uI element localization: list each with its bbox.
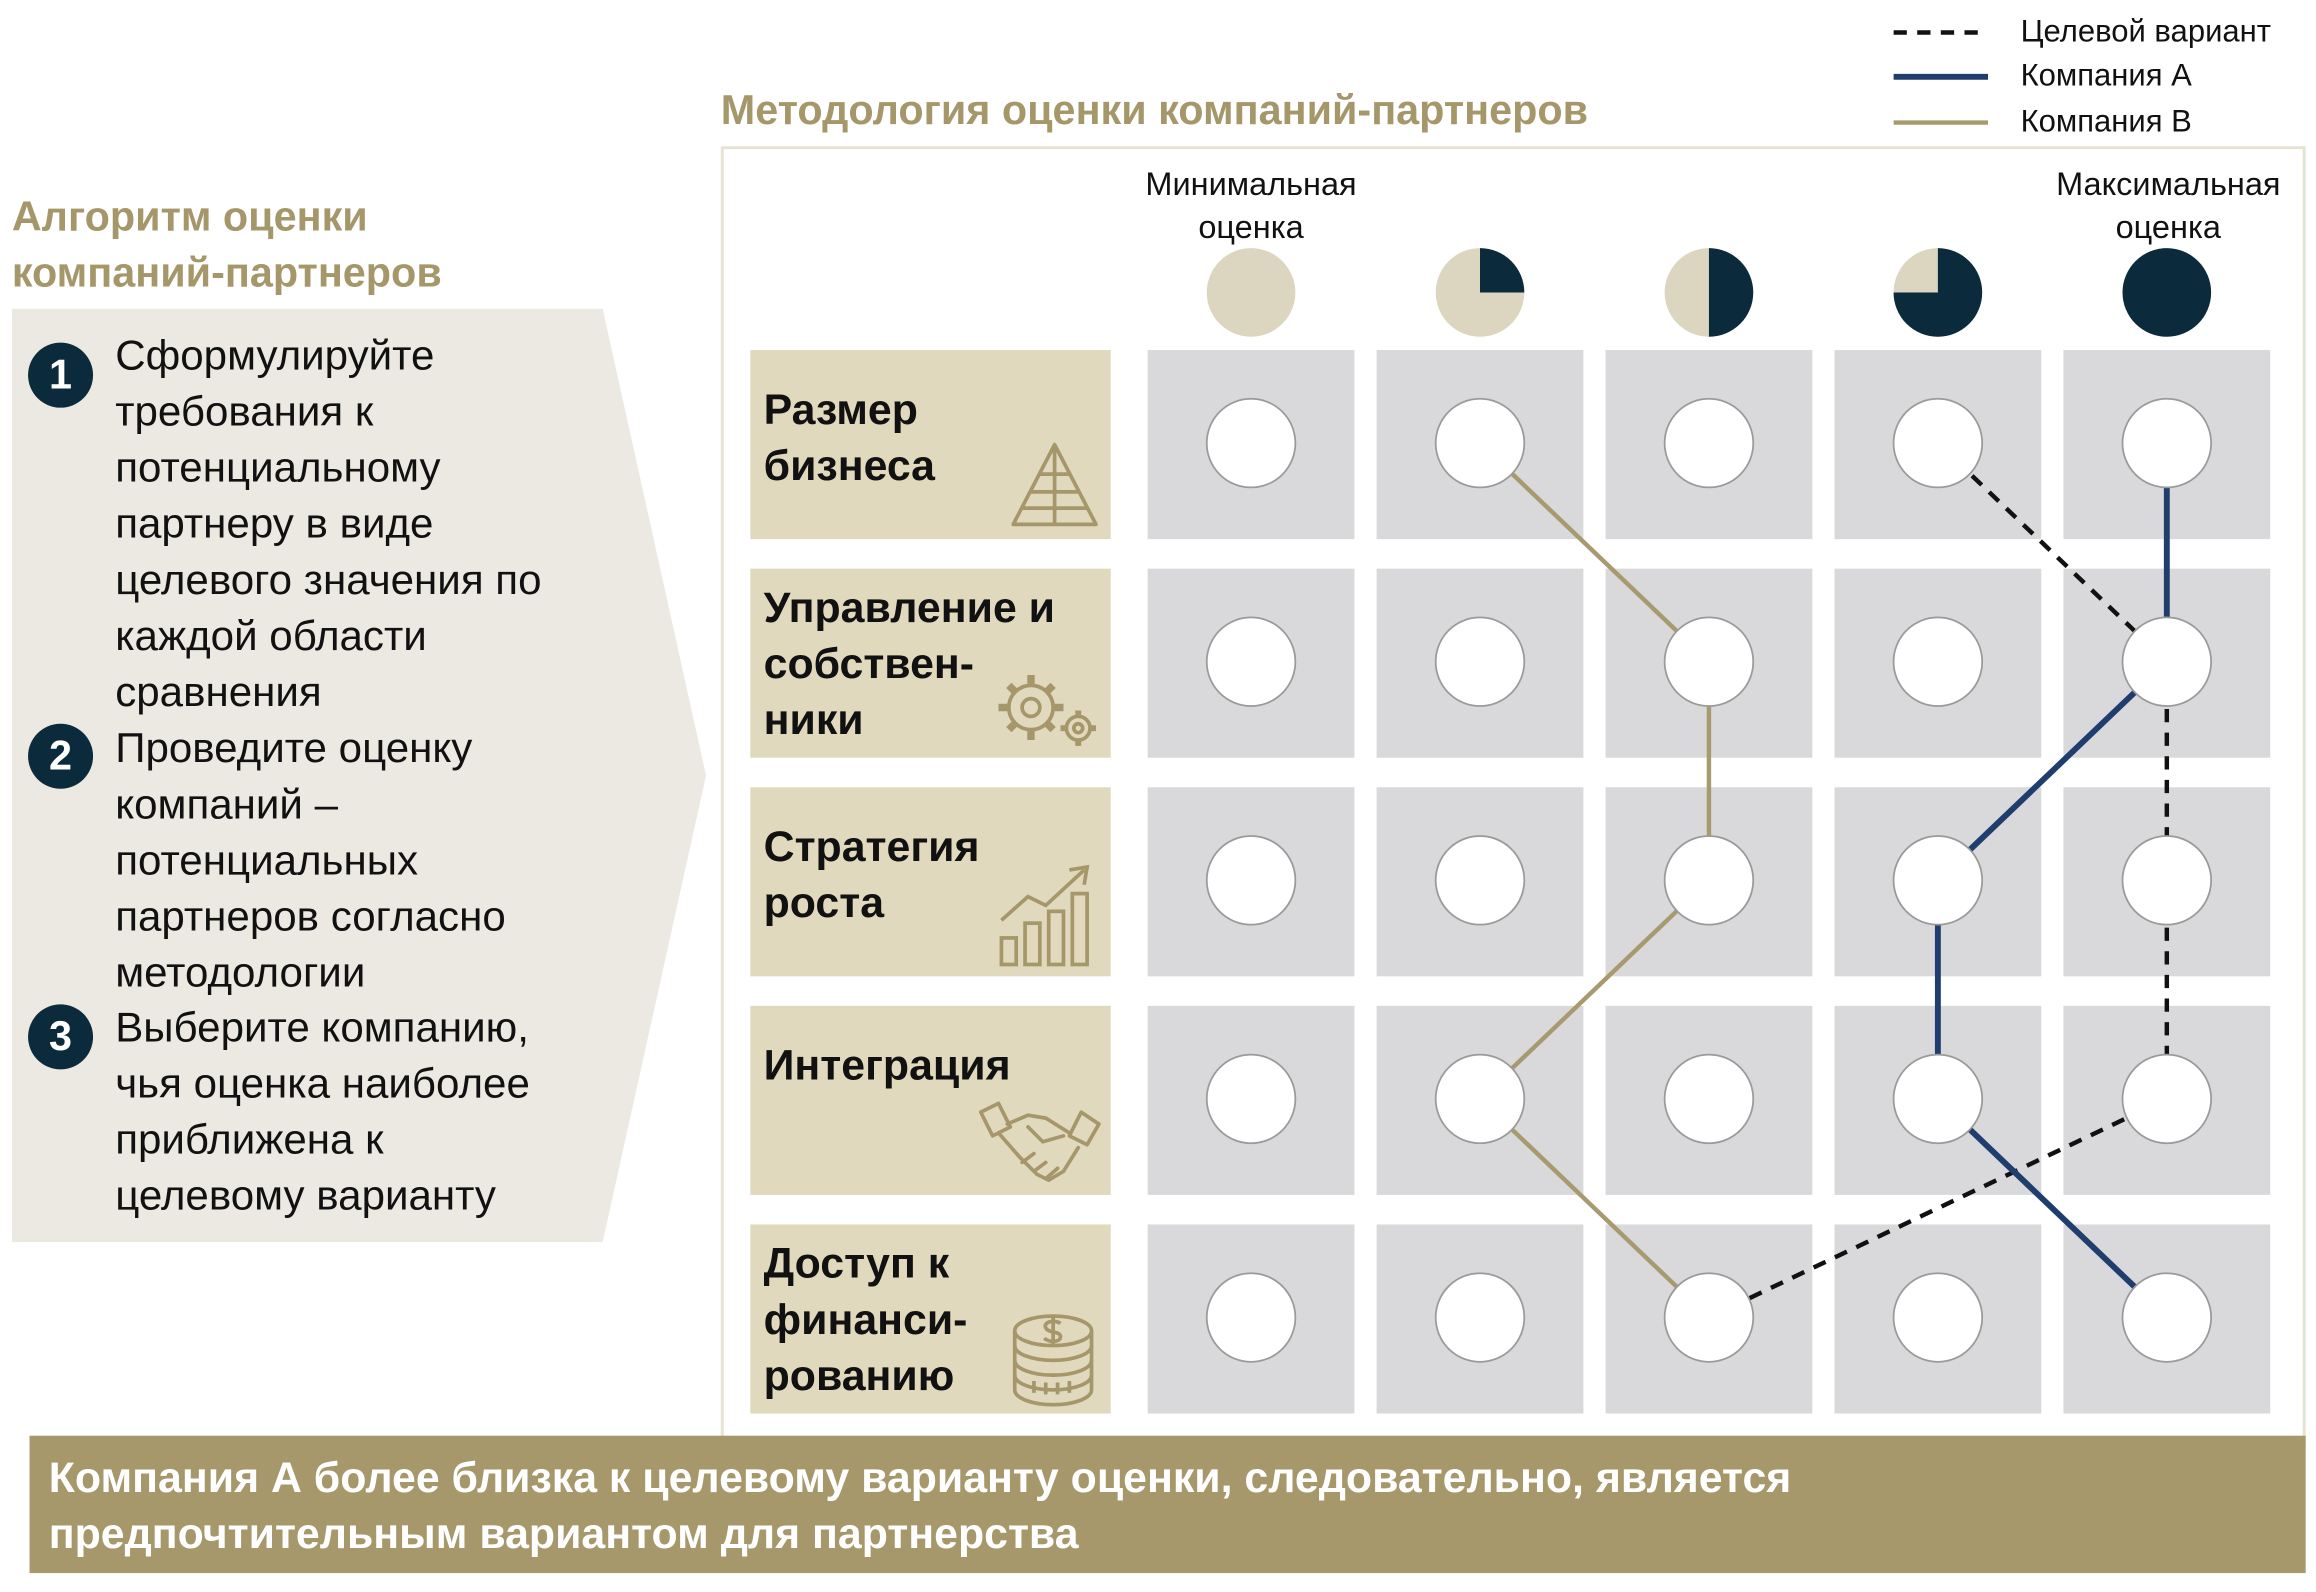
left-title-line-2: компаний-партнеров [11,249,442,296]
step-1-line: партнеру в виде [115,500,434,548]
legend-target-label: Целевой вариант [2020,14,2271,49]
step-1-text: Сформулируйте требования к потенциальном… [115,328,617,721]
score-node [1205,616,1297,707]
step-3-badge: 3 [28,1004,94,1070]
row-label-line: Доступ к [763,1240,950,1288]
row-label-text: Размер бизнеса [764,383,935,495]
left-title-line-1: Алгоритм оценки [11,193,368,240]
score-node [2121,1272,2213,1363]
score-node [1663,616,1755,707]
row-label-text: Интеграция [764,1038,1011,1094]
score-node [2121,1053,2213,1145]
score-node [1892,616,1984,707]
row-label-line: финанси- [763,1296,968,1345]
row-label-line: Управление и [763,584,1055,633]
score-node [1892,835,1984,926]
row-label-line: ники [763,697,864,745]
row-label-financing-access: Доступ к финанси- рованию [750,1224,1111,1414]
step-1-badge: 1 [28,342,94,408]
row-label-line: бизнеса [763,443,936,491]
step-1-line: каждой области [115,612,427,661]
step-2-line: потенциальных [115,837,419,885]
conclusion-banner: Компания А более близка к целевому вариа… [29,1435,2306,1574]
score-node [1892,397,1984,489]
step-2-line: методологии [115,949,366,998]
step-2-line: партнеров согласно [115,893,506,941]
step-1-line: требования к [115,388,374,436]
score-node [1892,1053,1984,1145]
step-2-line: компаний – [115,781,339,829]
step-2-text: Проведите оценку компаний – потенциальны… [115,721,617,1002]
step-3-line: Выберите компанию, [115,1004,529,1052]
score-node [1663,1272,1755,1363]
step-1-line: Сформулируйте [115,332,435,380]
step-1-line: целевого значения по [115,556,542,605]
score-node [1434,835,1526,926]
step-3-line: чья оценка наиболее [115,1060,530,1108]
row-label-line: роста [763,880,885,928]
row-label-text: Доступ к финанси- рованию [764,1236,968,1404]
score-node [2121,616,2213,707]
row-label-growth-strategy: Стратегия роста [750,787,1111,977]
step-2-badge: 2 [28,723,94,789]
score-node [2121,397,2213,489]
conclusion-line: Компания А более близка к целевому вариа… [48,1454,1792,1503]
max-score-label-line: оценка [2115,208,2221,246]
row-label-line: Стратегия [763,824,980,872]
score-node [1434,616,1526,707]
coins-icon [1012,1314,1094,1407]
score-node [1205,1053,1297,1145]
step-3-line: целевому варианту [115,1172,496,1221]
row-label-line: Размер [763,386,918,435]
algorithm-panel-background [11,308,707,1243]
left-panel-title: Алгоритм оценки компаний-партнеров [12,189,442,301]
gears-icon [998,675,1096,746]
score-node [1434,1053,1526,1145]
pyramid-icon [1011,442,1098,527]
step-3-line: приближена к [115,1116,384,1164]
growth-chart-icon [999,864,1090,967]
row-label-line: рованию [763,1352,955,1401]
legend-target-line [1893,30,1989,35]
step-3-text: Выберите компанию, чья оценка наиболее п… [115,1000,617,1225]
score-node [1663,1053,1755,1145]
score-node [1205,835,1297,926]
row-label-line: собствен- [763,641,975,689]
legend-company-a-line [1893,73,1989,80]
min-score-label-line: оценка [1198,208,1304,246]
row-label-line: Интеграция [763,1042,1011,1091]
score-node [1663,835,1755,926]
score-node [2121,835,2213,926]
score-node [1205,1272,1297,1363]
max-score-label-line: Максимальная [2056,165,2281,203]
step-2-line: Проведите оценку [115,725,473,773]
row-label-text: Стратегия роста [764,820,980,932]
min-score-label: Минимальная оценка [1103,162,1398,248]
score-node [1663,397,1755,489]
methodology-title: Методология оценки компаний-партнеров [720,87,1589,133]
row-label-integration: Интеграция [750,1005,1111,1195]
score-node [1434,1272,1526,1363]
row-label-management: Управление и собствен- ники [750,568,1111,758]
score-node [1892,1272,1984,1363]
conclusion-line: предпочтительным вариантом для партнерст… [48,1511,1079,1559]
step-1-line: потенциальному [115,444,441,492]
legend-company-a-label: Компания А [2020,59,2192,94]
row-label-business-size: Размер бизнеса [750,350,1111,540]
step-1-line: сравнения [115,669,322,717]
min-score-label-line: Минимальная [1145,165,1357,203]
legend-company-b-line [1893,120,1989,125]
handshake-icon [978,1101,1101,1183]
max-score-label: Максимальная оценка [2021,162,2316,248]
legend-company-b-label: Компания B [2020,104,2192,139]
score-node [1205,397,1297,489]
row-label-text: Управление и собствен- ники [764,580,1055,748]
score-node [1434,397,1526,489]
